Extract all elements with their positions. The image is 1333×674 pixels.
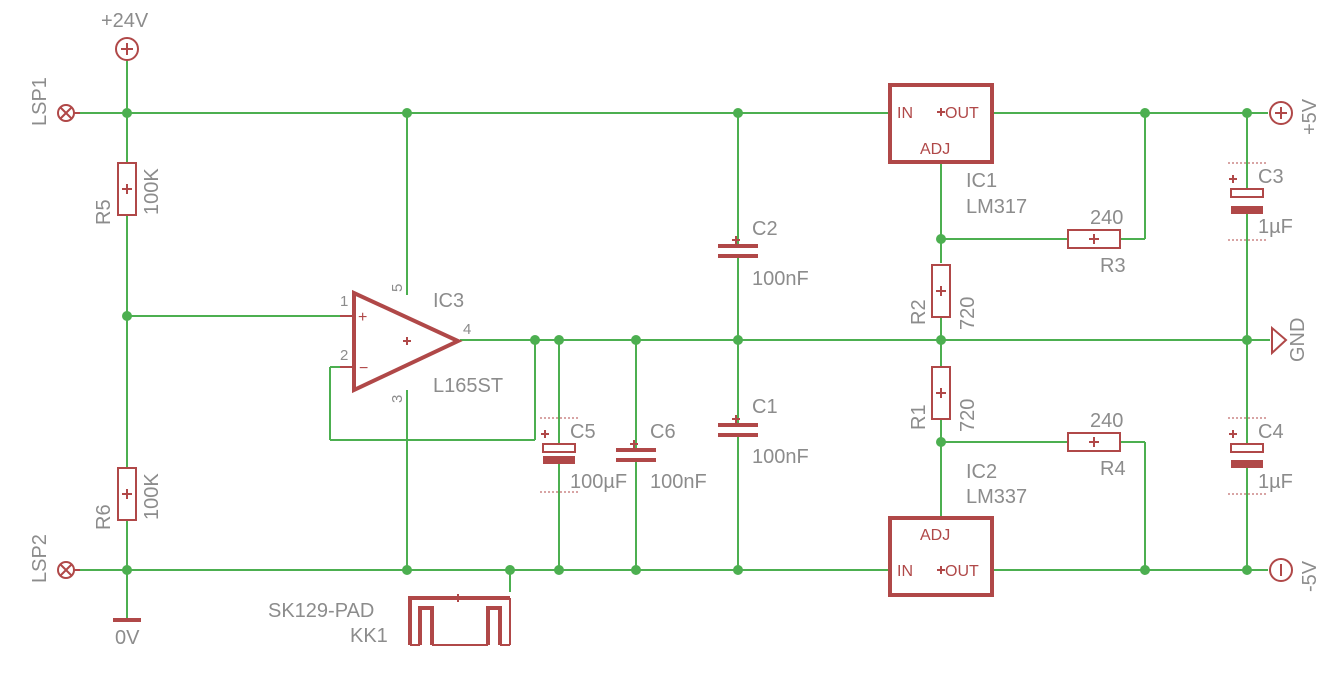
capacitor-c6-name: C6 [650, 421, 676, 443]
resistor-r2-name: R2 [908, 299, 930, 325]
resistor-r3: 240 R3 [1067, 207, 1126, 277]
capacitor-c5-electrolytic: C5 100µF [540, 417, 627, 493]
supply-0v: 0V [113, 618, 141, 649]
regulator-ic1-in: IN [897, 105, 913, 122]
capacitor-c5-value: 100µF [570, 471, 627, 493]
connector-lsp1: LSP1 [29, 77, 80, 126]
supply-label-plus24v: +24V [101, 10, 149, 32]
supply-minus5v: -5V [1269, 558, 1321, 592]
regulator-ic1: IN OUT ADJ IC1 LM317 [888, 83, 1027, 218]
capacitor-c3-electrolytic: C3 1µF [1228, 162, 1293, 241]
regulator-ic1-adj: ADJ [920, 141, 950, 158]
supply-label-gnd: GND [1287, 318, 1309, 362]
opamp-pin5: 5 [389, 284, 406, 292]
resistor-r4-name: R4 [1100, 458, 1126, 480]
resistor-r1-name: R1 [908, 404, 930, 430]
supply-label-0v: 0V [115, 627, 140, 649]
capacitor-c1-value: 100nF [752, 446, 809, 468]
regulator-ic1-name: IC1 [966, 170, 997, 192]
resistor-r5-value: 100K [141, 168, 163, 215]
heatsink-kk1: SK129-PAD KK1 [268, 594, 511, 647]
junctions [122, 108, 1252, 575]
capacitor-c3-value: 1µF [1258, 216, 1293, 238]
opamp-pin1: 1 [340, 293, 348, 310]
capacitor-c6: C6 100nF [616, 421, 707, 493]
resistor-r6-value: 100K [141, 473, 163, 520]
resistor-r4-value: 240 [1090, 410, 1123, 432]
capacitor-c2-value: 100nF [752, 268, 809, 290]
opamp-ic3-name: IC3 [433, 290, 464, 312]
opamp-pin3: 3 [389, 395, 406, 403]
regulator-ic2-out: OUT [945, 563, 979, 580]
resistor-r2: R2 720 [908, 264, 979, 330]
resistor-r4: 240 R4 [1067, 410, 1126, 480]
opamp-pin4: 4 [463, 321, 471, 338]
resistor-r2-value: 720 [957, 297, 979, 330]
regulator-ic2: ADJ IN OUT IC2 LM337 [888, 461, 1027, 597]
resistor-r6-name: R6 [93, 504, 115, 530]
capacitor-c2: C2 100nF [718, 218, 809, 290]
supply-plus24v: +24V [101, 10, 149, 61]
resistor-r6: R6 100K [93, 467, 163, 530]
heatsink-part: SK129-PAD [268, 600, 374, 622]
capacitor-c3-name: C3 [1258, 166, 1284, 188]
capacitor-c6-value: 100nF [650, 471, 707, 493]
supply-gnd: GND [1271, 318, 1309, 362]
supply-plus5v: +5V [1269, 98, 1321, 135]
capacitor-c5-name: C5 [570, 421, 596, 443]
supply-label-minus5v: -5V [1299, 560, 1321, 592]
resistor-r3-name: R3 [1100, 255, 1126, 277]
regulator-ic2-adj: ADJ [920, 527, 950, 544]
capacitor-c1: C1 100nF [718, 396, 809, 468]
connector-label-lsp2: LSP2 [29, 534, 51, 583]
regulator-ic2-in: IN [897, 563, 913, 580]
connector-label-lsp1: LSP1 [29, 77, 51, 126]
regulator-ic2-value: LM337 [966, 486, 1027, 508]
capacitor-c2-name: C2 [752, 218, 778, 240]
resistor-r5-name: R5 [93, 199, 115, 225]
opamp-pin2: 2 [340, 347, 348, 364]
supply-label-plus5v: +5V [1299, 98, 1321, 135]
heatsink-name: KK1 [350, 625, 388, 647]
regulator-ic1-out: OUT [945, 105, 979, 122]
regulator-ic2-name: IC2 [966, 461, 997, 483]
wires [80, 60, 1270, 618]
resistor-r3-value: 240 [1090, 207, 1123, 229]
capacitor-c4-value: 1µF [1258, 471, 1293, 493]
opamp-inverting-symbol: − [359, 360, 368, 377]
regulator-ic1-value: LM317 [966, 196, 1027, 218]
resistor-r1: R1 720 [908, 366, 979, 432]
resistor-r5: R5 100K [93, 162, 163, 225]
capacitor-c4-electrolytic: C4 1µF [1228, 417, 1293, 495]
capacitor-c1-name: C1 [752, 396, 778, 418]
connector-lsp2: LSP2 [29, 534, 80, 583]
opamp-ic3-value: L165ST [433, 375, 503, 397]
resistor-r1-value: 720 [957, 399, 979, 432]
opamp-noninverting-symbol: + [358, 309, 367, 326]
opamp-ic3: + − 1 2 3 4 5 IC3 L165ST [340, 284, 503, 403]
capacitor-c4-name: C4 [1258, 421, 1284, 443]
